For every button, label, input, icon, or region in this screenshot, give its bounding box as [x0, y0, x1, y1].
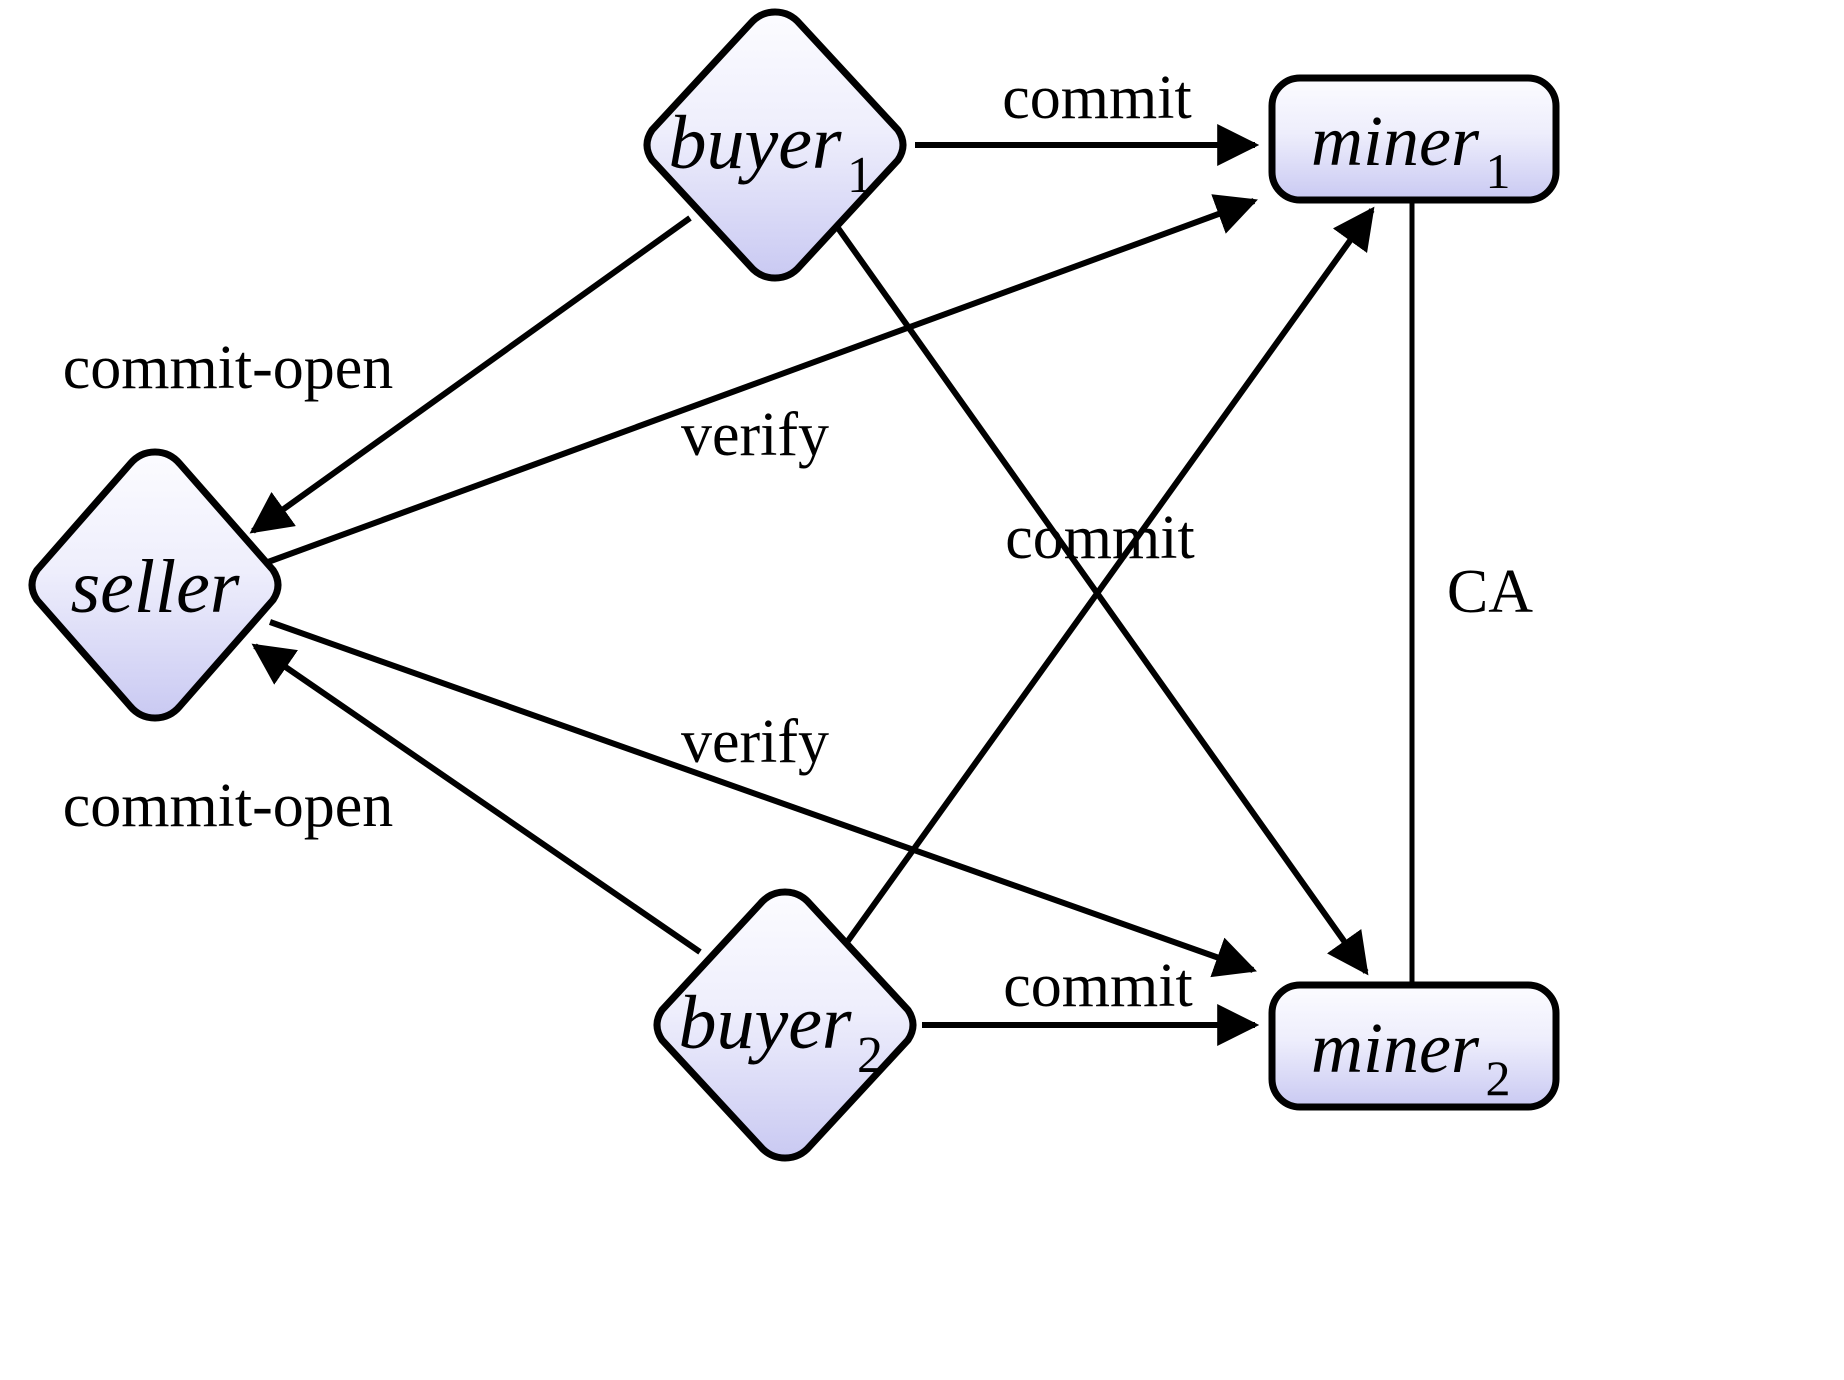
- edge-buyer1-seller: [249, 215, 692, 534]
- edge-label-verify-top: verify: [681, 401, 829, 469]
- edge-seller-miner2: [268, 619, 1257, 978]
- edge-buyer2-seller: [251, 643, 702, 955]
- edge-label-ca: CA: [1447, 558, 1533, 626]
- miner2-subscript: 2: [1486, 1050, 1511, 1106]
- edge-seller-miner1: [266, 194, 1258, 565]
- buyer1-subscript: 1: [847, 147, 873, 204]
- buyer1-shape: [643, 8, 907, 282]
- miner1-label: miner: [1311, 101, 1480, 181]
- node-miner1[interactable]: miner 1: [1268, 74, 1560, 204]
- seller-shape: [28, 448, 282, 722]
- miner1-shape: [1268, 74, 1560, 204]
- buyer2-label: buyer: [678, 981, 851, 1065]
- edge-label-commit-open-bottom: commit-open: [63, 772, 394, 840]
- edge-buyer1-miner2: [835, 226, 1369, 976]
- edge-label-commit-mid: commit: [1005, 504, 1194, 572]
- edge-label-commit-open-top: commit-open: [63, 334, 394, 402]
- edge-buyer2-miner1: [842, 206, 1375, 947]
- miner2-label: miner: [1311, 1008, 1480, 1088]
- buyer1-label: buyer: [668, 101, 841, 185]
- buyer2-subscript: 2: [857, 1027, 883, 1084]
- edge-label-verify-bottom: verify: [681, 708, 829, 776]
- node-buyer1[interactable]: buyer 1: [643, 8, 907, 282]
- seller-label: seller: [71, 545, 240, 629]
- node-buyer2[interactable]: buyer 2: [653, 888, 917, 1162]
- node-miner2[interactable]: miner 2: [1268, 981, 1560, 1111]
- miner2-shape: [1268, 981, 1560, 1111]
- edge-label-commit-top: commit: [1002, 64, 1191, 132]
- node-seller[interactable]: seller: [28, 448, 282, 722]
- miner1-subscript: 1: [1486, 143, 1511, 199]
- edge-label-commit-bottom: commit: [1003, 952, 1192, 1020]
- buyer2-shape: [653, 888, 917, 1162]
